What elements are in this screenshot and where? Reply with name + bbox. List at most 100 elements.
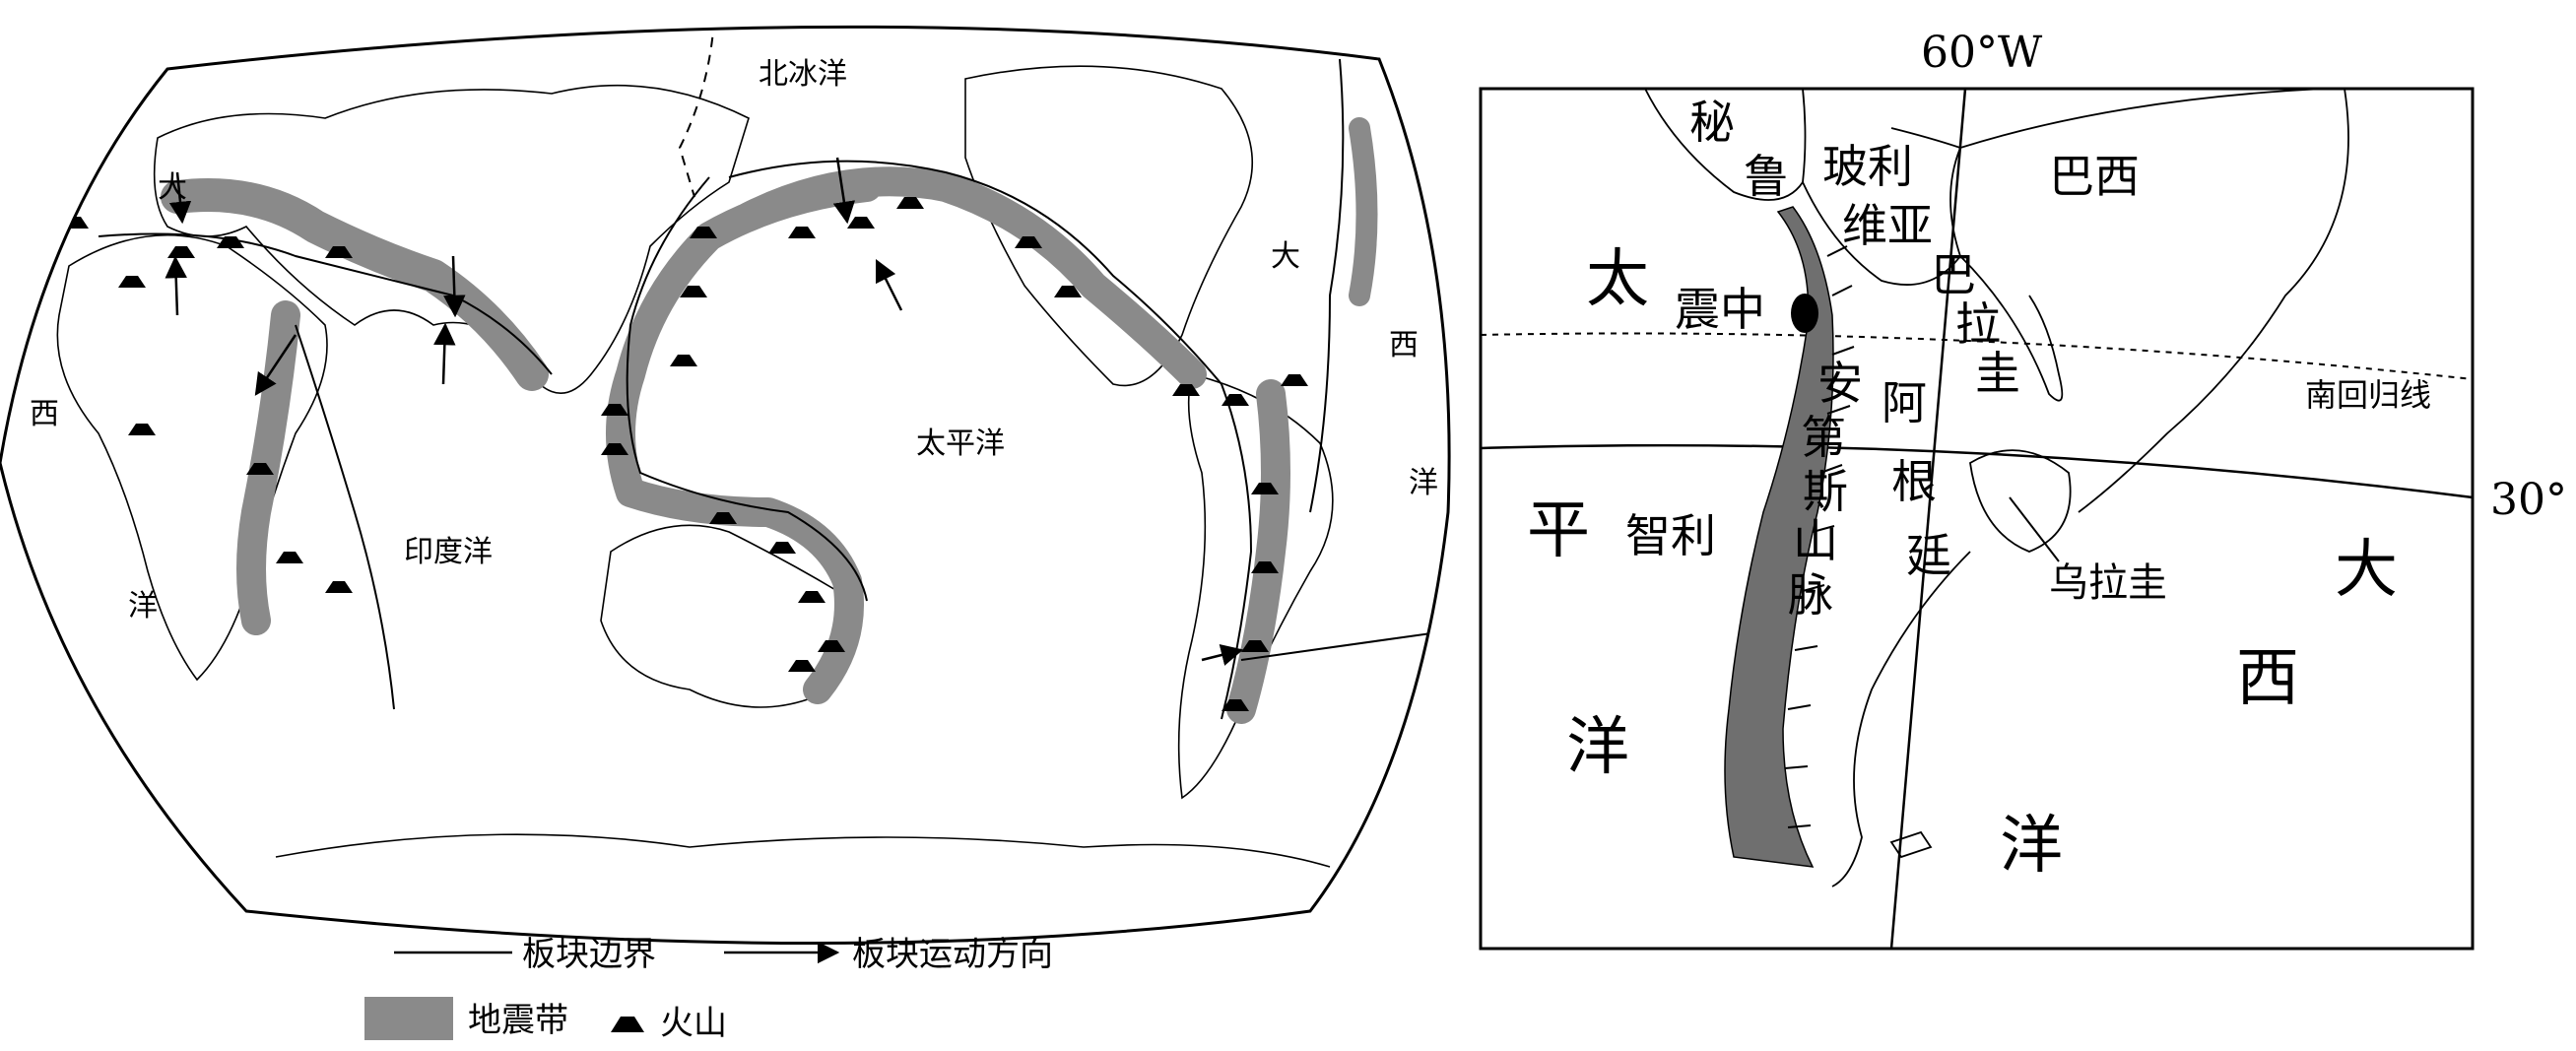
bolivia-line-1: 玻利: [1822, 140, 1913, 193]
epicenter-marker: [1791, 294, 1818, 333]
volcano-icon: [325, 246, 353, 258]
legend-volcano-label: 火山: [660, 1004, 727, 1043]
andes-char-4: 山: [1793, 514, 1838, 567]
volcano-icon: [1251, 483, 1279, 494]
east-africa-belt: [236, 300, 300, 635]
atlantic-left-char-1: 大: [158, 170, 187, 205]
paraguay-border: [1959, 255, 2064, 402]
paraguay-char-1: 巴: [1931, 248, 1976, 301]
brazil-border: [1959, 88, 2349, 513]
latitude-30s-line: [1480, 443, 2474, 499]
plate-motion-arrows: [165, 157, 1244, 666]
inset-land: [1644, 88, 2349, 887]
peru-border: [1644, 88, 1807, 201]
inset-frame: [1479, 87, 2475, 951]
volcano-icon: [1281, 374, 1308, 386]
eurasia-outline: [153, 84, 750, 394]
plate-boundaries: [98, 27, 1345, 720]
latitude-label: 30°: [2490, 475, 2567, 525]
motion-arrow: [254, 334, 297, 396]
volcano-icon: [1172, 384, 1200, 396]
antarctica-outline: [275, 833, 1331, 868]
volcano-icon: [1222, 699, 1249, 711]
volcano-icon: [128, 424, 156, 435]
bolivia-line-2: 维亚: [1842, 199, 1933, 252]
argentina-coast: [1831, 551, 1971, 887]
volcano-icon: [1251, 561, 1279, 573]
atlantic-char-1: 大: [2335, 534, 2398, 607]
north-america-outline: [964, 65, 1253, 387]
volcano-icon: [680, 286, 707, 297]
pacific-char-2: 平: [1527, 494, 1590, 567]
mid-atlantic-ridge: [1309, 58, 1345, 513]
argentina-char-2: 根: [1891, 455, 1937, 508]
eurasia-pacific-boundary: [626, 176, 868, 602]
epicenter-label: 震中: [1675, 283, 1765, 336]
seismic-belts: [161, 117, 1378, 724]
volcano-icon: [325, 581, 353, 593]
legend-seismic-label: 地震带: [468, 1001, 568, 1040]
tropic-of-capricorn: [1480, 332, 2474, 380]
inset-labels: 太 平 洋 大 西 洋 秘 鲁 玻利 维亚 巴西 巴 拉 圭 阿 根 廷 智利 …: [1527, 96, 2398, 883]
volcano-icon: [788, 227, 816, 238]
volcano-icon: [788, 660, 816, 672]
atlantic-left-char-2: 西: [30, 397, 59, 431]
leader-line: [1240, 590, 1450, 661]
volcano-icon: [1015, 236, 1042, 248]
volcano-icon: [601, 443, 628, 455]
andes-char-2: 第: [1801, 411, 1846, 464]
pacific-char-3: 洋: [1566, 711, 1629, 784]
paraguay-char-3: 圭: [1975, 347, 2020, 400]
volcano-icon: [1222, 394, 1249, 406]
legend-motion-label: 板块运动方向: [852, 935, 1053, 974]
volcano-icon: [670, 355, 697, 366]
falkland-islands: [1889, 830, 1933, 859]
indian-ocean-boundary: [295, 324, 395, 710]
uruguay-label: 乌拉圭: [2049, 560, 2167, 606]
motion-arrow: [433, 322, 456, 385]
motion-arrow: [875, 258, 903, 311]
alpine-himalayan-belt: [161, 178, 549, 391]
pacific-ring-north: [734, 166, 1207, 389]
ocean-labels: 北冰洋 太平洋 印度洋 大 西 洋 大 西 洋: [30, 57, 1438, 624]
pacific-ocean-label: 太平洋: [916, 427, 1005, 461]
brazil-label: 巴西: [2049, 150, 2140, 203]
south-america-west-boundary: [1221, 383, 1253, 720]
volcano-icon: [818, 640, 845, 652]
meridian-label: 60°W: [1921, 28, 2043, 78]
legend-boundary-label: 板块边界: [522, 935, 656, 974]
pacific-ring-west: [606, 172, 882, 704]
volcano-markers: [61, 197, 1308, 711]
motion-arrow: [165, 255, 187, 316]
motion-arrow: [832, 157, 856, 225]
legend-seismic-swatch: [364, 997, 453, 1040]
andes-char-3: 斯: [1803, 465, 1848, 518]
inset-map: 60°W 30° 南回归线: [1479, 28, 2567, 951]
motion-arrow: [168, 171, 192, 225]
andes-char-1: 安: [1817, 357, 1863, 410]
pacific-char-1: 太: [1586, 243, 1649, 316]
volcano-icon: [709, 512, 737, 524]
volcano-icon: [1241, 640, 1269, 652]
peru-char-2: 鲁: [1744, 150, 1789, 203]
chile-label: 智利: [1625, 509, 1716, 562]
atlantic-right-char-3: 洋: [1409, 466, 1438, 500]
arctic-ocean-label: 北冰洋: [759, 57, 847, 92]
atlantic-char-3: 洋: [2000, 810, 2063, 883]
continents: [56, 65, 1334, 868]
volcano-icon: [118, 276, 146, 288]
andes-ticks: [1784, 245, 1855, 828]
volcano-icon: [690, 227, 717, 238]
indian-ocean-label: 印度洋: [404, 535, 493, 569]
atlantic-char-2: 西: [2236, 642, 2299, 715]
atlantic-right-char-2: 西: [1389, 328, 1419, 362]
atlantic-left-char-3: 洋: [128, 589, 158, 624]
volcano-icon: [246, 463, 274, 475]
peru-char-1: 秘: [1689, 96, 1735, 149]
argentina-char-1: 阿: [1882, 376, 1927, 429]
world-map-frame: [0, 25, 1451, 945]
north-pacific-boundary: [728, 160, 1222, 385]
africa-eurasia-boundary: [98, 232, 553, 375]
volcano-icon: [167, 246, 195, 258]
